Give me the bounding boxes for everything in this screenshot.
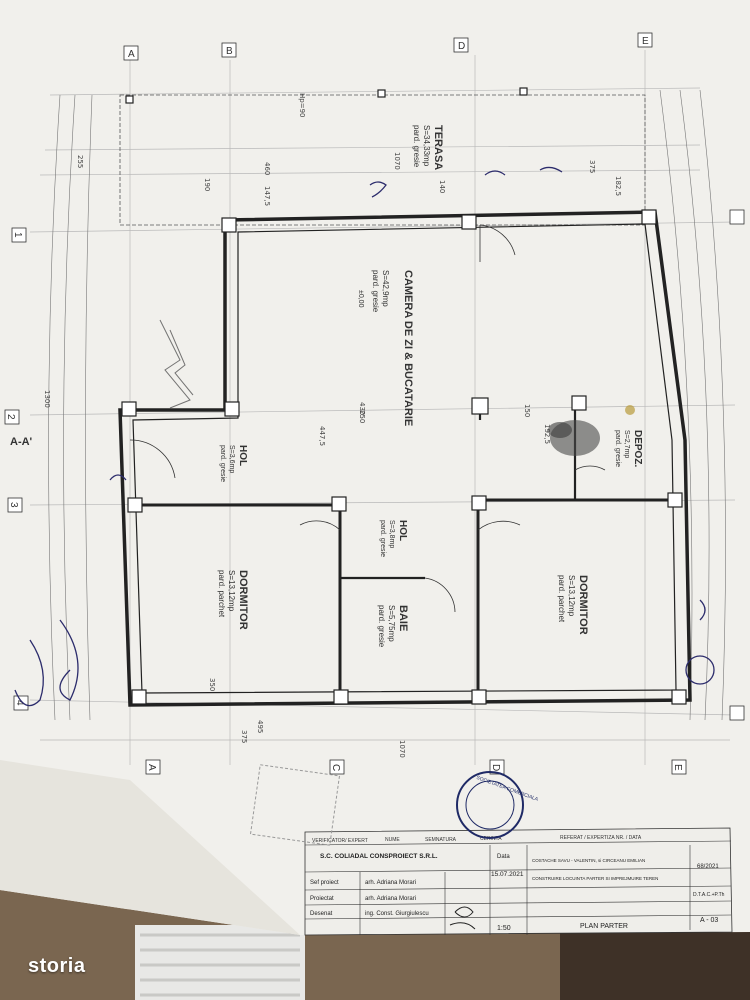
room-baie-floor: pard. gresie [377, 605, 386, 648]
room-dormitor1-floor: pard. parchet [557, 575, 566, 623]
row-name-3: ing. Const. Giurgiulescu [365, 911, 429, 917]
axis-labels-top: A B D E [123, 32, 653, 61]
date-label: Data [497, 854, 510, 860]
svg-text:Hp=90: Hp=90 [298, 93, 306, 117]
svg-text:447,5: 447,5 [318, 426, 326, 446]
title-header-3: SEMNATURA [425, 837, 457, 843]
axis-e-top: E [642, 36, 649, 47]
room-dormitor2-area: S=13,12mp [227, 570, 236, 612]
company-name: S.C. COLIADAL CONSPROIECT S.R.L. [320, 853, 438, 860]
title-header-5: REFERAT / EXPERTIZA NR. / DATA [560, 835, 642, 841]
room-hol1-area: S=3,6mp [228, 445, 235, 473]
level-mark: ±0,00 [357, 290, 364, 308]
radiator [135, 925, 305, 1000]
room-hol1-floor: pard. gresie [219, 445, 226, 482]
axis-d-top: D [458, 41, 465, 52]
pencil-scribble [159, 319, 194, 409]
svg-text:1300: 1300 [43, 390, 51, 408]
svg-text:147,5: 147,5 [263, 186, 271, 206]
room-dormitor2-floor: pard. parchet [217, 570, 226, 618]
svg-text:D: D [490, 764, 501, 771]
scale: 1:50 [497, 925, 511, 932]
axis-labels-bottom: A C D E [145, 759, 687, 775]
axis-a-top: A [128, 49, 135, 60]
svg-text:1070: 1070 [398, 740, 406, 758]
svg-text:140: 140 [438, 180, 446, 193]
room-living-floor: pard. gresie [371, 270, 380, 313]
phase: D.T.A.C.+P.Th [693, 892, 725, 898]
room-dormitor2-name: DORMITOR [237, 570, 249, 630]
svg-text:495: 495 [256, 720, 264, 733]
room-hol1-name: HOL [237, 445, 248, 466]
storia-watermark: storia [28, 955, 86, 977]
svg-text:1: 1 [12, 232, 23, 238]
room-dormitor1-area: S=13,12mp [567, 575, 576, 617]
room-depoz-floor: pard. gresie [614, 430, 621, 467]
svg-text:375: 375 [588, 160, 596, 173]
svg-text:250: 250 [358, 410, 366, 423]
svg-text:255: 255 [76, 155, 84, 168]
beneficiar-text: COSTACHE SAVU - VALENTIN, si CIRCEANU EM… [532, 858, 645, 863]
room-depoz-area: S=2,7mp [623, 430, 630, 458]
svg-text:3: 3 [8, 502, 19, 508]
title-header-2: NUME [385, 837, 400, 843]
row-name-2: arh. Adriana Morari [365, 896, 416, 902]
svg-text:430: 430 [358, 402, 366, 415]
svg-text:190: 190 [203, 178, 211, 191]
room-living-name-1: CAMERA DE ZI & BUCATARIE [402, 270, 414, 426]
room-depoz-name: DEPOZ. [632, 430, 643, 467]
project-number: 68/2021 [697, 864, 719, 870]
svg-text:4: 4 [14, 700, 25, 706]
svg-text:350: 350 [208, 678, 216, 691]
room-labels: TERASA S=34,33mp pard. gresie CAMERA DE … [10, 125, 643, 648]
svg-text:192,5: 192,5 [543, 424, 551, 444]
room-dormitor1-name: DORMITOR [577, 575, 589, 635]
walls [118, 94, 692, 707]
svg-text:1070: 1070 [393, 152, 401, 170]
date-value: 15.07.2021 [491, 871, 524, 878]
row-role-1: Sef proiect [310, 880, 339, 886]
svg-text:150: 150 [523, 404, 531, 417]
room-hol2-floor: pard. gresie [379, 520, 386, 557]
title-header-4: CERINTA [480, 836, 502, 842]
room-baie-name: BAIE [397, 605, 409, 631]
svg-text:460: 460 [263, 162, 271, 175]
title-header-1: VERIFICATOR/ EXPERT [312, 838, 368, 844]
row-role-2: Proiectat [310, 896, 334, 902]
svg-text:E: E [672, 764, 683, 771]
room-baie-area: S=5,75mp [387, 605, 396, 642]
plan-title: PLAN PARTER [580, 923, 628, 930]
svg-text:2: 2 [5, 414, 16, 420]
proiect-text: CONSTRUIRE LOCUINTA PARTER SI IMPREJMUIR… [532, 876, 658, 881]
room-living-area: S=42,9mp [381, 270, 390, 307]
room-terasa-area: S=34,33mp [422, 125, 431, 167]
row-role-3: Desenat [310, 911, 333, 917]
svg-text:A: A [146, 764, 157, 771]
axis-b-top: B [226, 46, 233, 57]
dimension-labels: 1070 460 375 190 147,5 140 182,5 255 130… [43, 93, 622, 758]
section-label: A-A' [10, 436, 33, 448]
stain [548, 405, 635, 456]
axis-labels-side: 1 2 3 4 [4, 209, 745, 721]
room-terasa-name: TERASA [432, 125, 444, 170]
svg-text:182,5: 182,5 [614, 176, 622, 196]
room-hol2-name: HOL [397, 520, 408, 541]
room-hol2-area: S=3,8mp [388, 520, 395, 548]
row-name-1: arh. Adriana Morari [365, 880, 416, 886]
room-terasa-floor: pard. gresie [412, 125, 421, 168]
svg-text:375: 375 [240, 730, 248, 743]
sheet-number: A - 03 [700, 917, 718, 924]
title-block: VERIFICATOR/ EXPERT NUME SEMNATURA CERIN… [304, 827, 733, 936]
svg-text:C: C [330, 764, 341, 771]
handwritten-notes [14, 166, 715, 707]
